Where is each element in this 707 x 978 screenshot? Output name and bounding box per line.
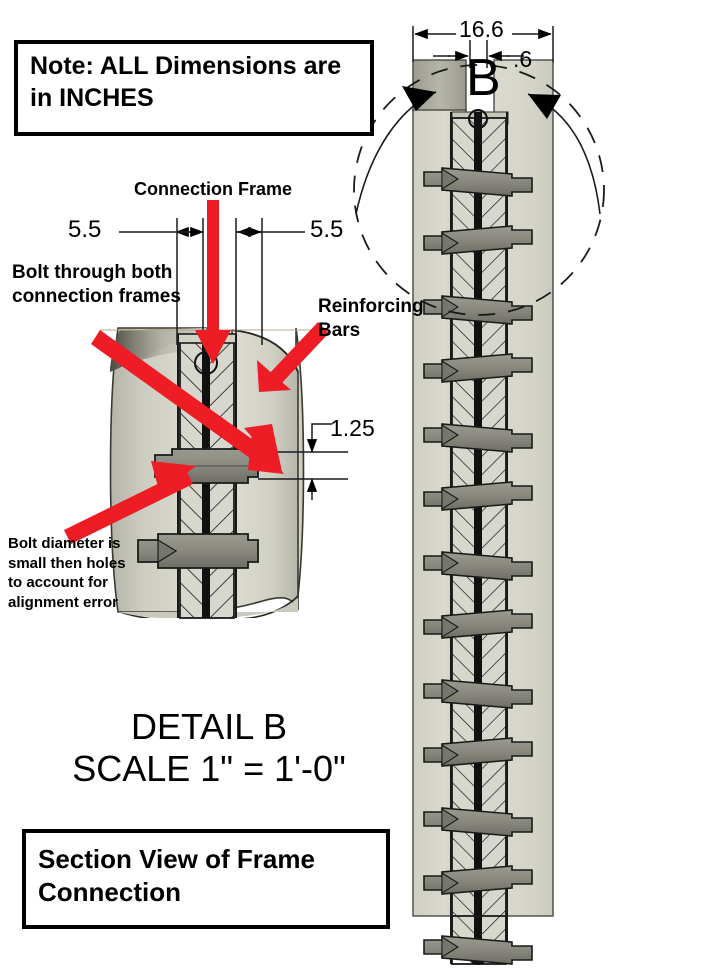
section-view-bolt — [423, 807, 533, 837]
dimension-label-right-offset: 5.5 — [310, 216, 344, 243]
title-block-box: Section View of Frame Connection — [22, 829, 390, 929]
detail-bolt-lower — [137, 533, 259, 569]
section-view-bolt — [423, 167, 533, 197]
section-view-bolt — [423, 551, 533, 581]
dimension-5p5-left — [119, 218, 204, 345]
section-view-bolt — [423, 609, 533, 639]
dimension-label-left-offset: 5.5 — [68, 216, 102, 243]
label-bolt-through: Bolt through both connection frames — [12, 262, 181, 307]
label-bolt-diameter: Bolt diameter is small then holes to acc… — [8, 535, 126, 611]
arrow-reinforcing-bars — [257, 322, 329, 392]
section-view-bolt — [423, 353, 533, 383]
section-view-bolt — [423, 481, 533, 511]
dimension-label-frame-gap: .6 — [513, 46, 533, 72]
dimension-16p6 — [412, 26, 554, 62]
section-view-bolt — [423, 935, 533, 965]
detail-view-caption: DETAIL B SCALE 1" = 1'-0" — [72, 706, 346, 790]
arrow-bolt-through — [91, 330, 284, 474]
title-block-text: Section View of Frame Connection — [38, 844, 315, 908]
section-view-bolt — [423, 295, 533, 325]
detail-callout-arrowheads — [402, 86, 561, 119]
dimension-label-bolt-thickness: 1.25 — [330, 415, 375, 441]
section-view-bolt — [423, 423, 533, 453]
arrow-connection-frame — [195, 200, 231, 364]
section-view-bolt — [423, 737, 533, 767]
detail-callout-letter: B — [466, 49, 501, 107]
detail-callout-circle — [353, 64, 605, 316]
label-connection-frame: Connection Frame — [134, 179, 293, 199]
section-view-bolt — [423, 865, 533, 895]
section-view-bolt — [423, 225, 533, 255]
units-note-box: Note: ALL Dimensions are in INCHES — [14, 40, 374, 136]
section-view-bolt-stack — [423, 167, 533, 965]
arrow-bolt-diameter — [64, 461, 196, 544]
label-reinforcing-bars: Reinforcing Bars — [318, 296, 424, 341]
units-note-text: Note: ALL Dimensions are in INCHES — [30, 52, 342, 112]
section-view-top-bolt-head — [468, 109, 488, 129]
section-view-bolt — [423, 679, 533, 709]
dimension-label-overall-width: 16.6 — [459, 16, 504, 42]
dimension-0p6 — [433, 40, 524, 68]
